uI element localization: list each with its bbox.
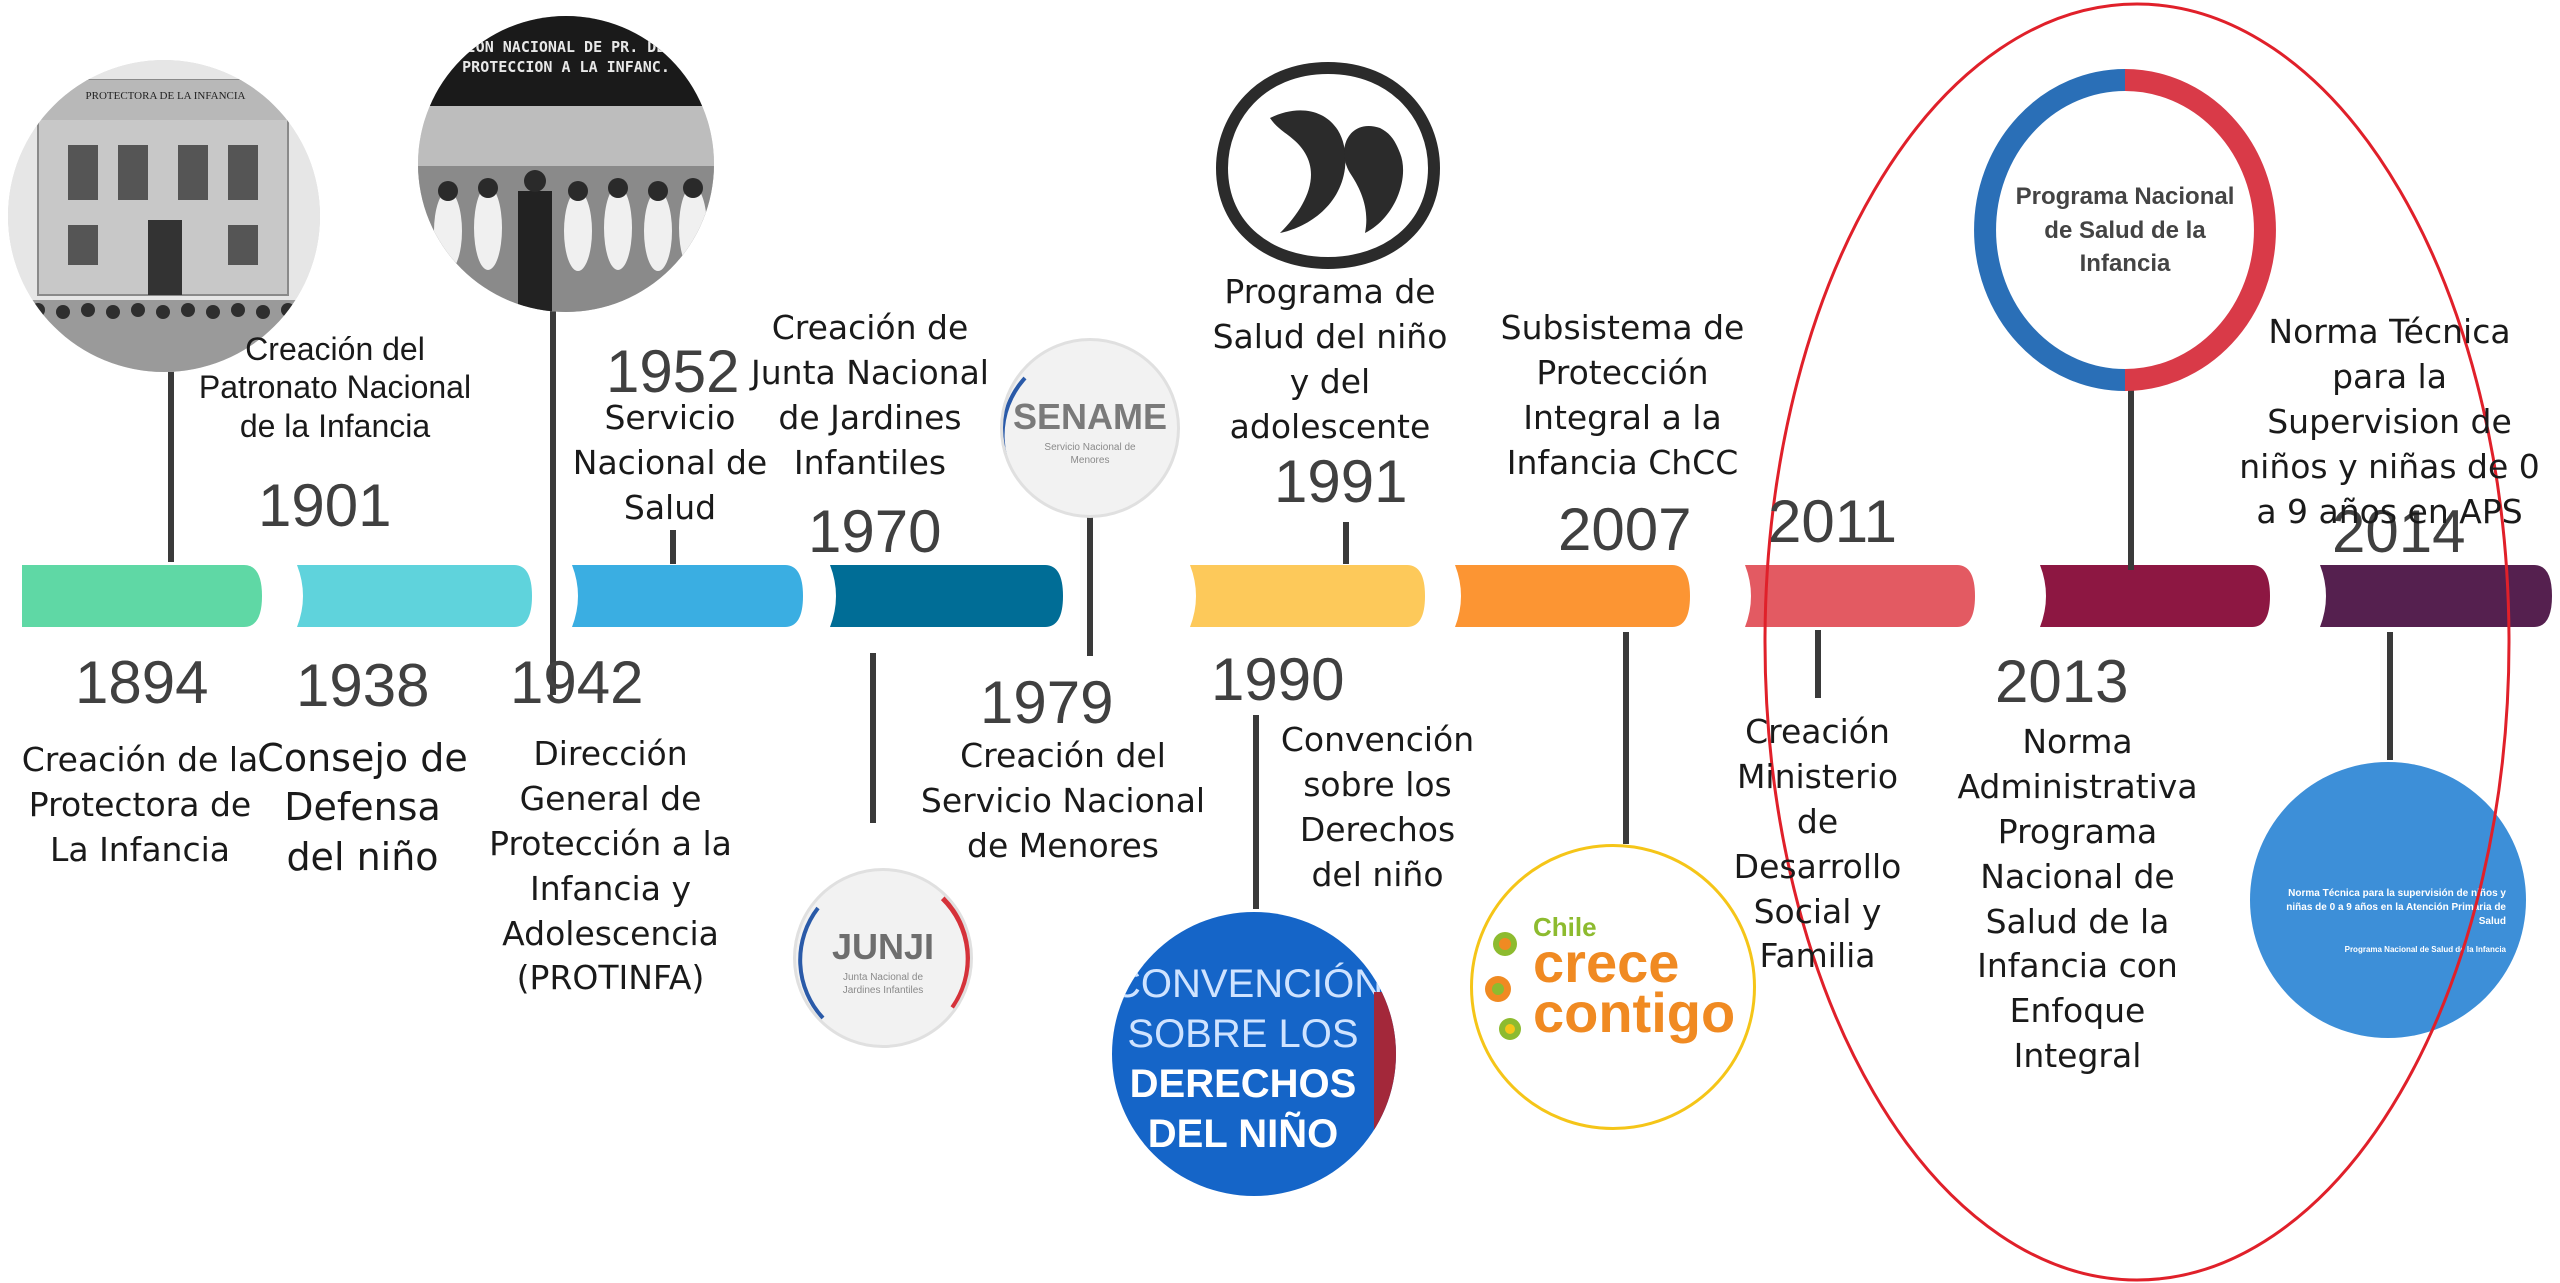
timeline-segment-2: [297, 565, 532, 627]
connector-1942: [550, 305, 556, 695]
year-1970: 1970: [808, 498, 942, 565]
connector-2007: [1623, 632, 1629, 844]
desc-2013: Norma Administrativa Programa Nacional d…: [1957, 722, 2198, 1076]
timeline-segment-7: [1745, 565, 1975, 627]
norma-tecnica-cover: Norma Técnica para la supervisión de niñ…: [2250, 762, 2526, 1038]
year-1991: 1991: [1274, 448, 1408, 515]
connector-1991: [1343, 522, 1349, 564]
timeline-segment-1: [22, 565, 262, 627]
year-1938: 1938: [296, 652, 430, 719]
timeline-segment-5: [1190, 565, 1425, 627]
timeline-segment-6: [1455, 565, 1690, 627]
desc-1970: Creación de Junta Nacional de Jardines I…: [751, 308, 989, 482]
protinfa-banner: ION NACIONAL DE PR. DE PROTECCION A LA I…: [462, 38, 670, 76]
timeline-segment-9: [2320, 565, 2552, 627]
chcc-logo: Chile crece contigo: [1470, 844, 1756, 1130]
connector-1970: [870, 653, 876, 823]
year-2007: 2007: [1558, 496, 1692, 563]
norma-cover-sub: Programa Nacional de Salud de la Infanci…: [2344, 945, 2506, 954]
desc-1979: Creación del Servicio Nacional de Menore…: [920, 736, 1206, 865]
year-1952: 1952: [606, 338, 740, 405]
timeline-segment-3: [572, 565, 803, 627]
year-1979: 1979: [980, 669, 1114, 736]
convencion-line2: SOBRE LOS: [1127, 1012, 1359, 1056]
protectora-sign: PROTECTORA DE LA INFANCIA: [85, 90, 246, 102]
year-1990: 1990: [1211, 646, 1345, 713]
sename-subtitle: Servicio Nacional de Menores: [1044, 442, 1136, 466]
desc-1938: Consejo de Defensa del niño: [257, 736, 468, 879]
desc-1991: Programa de Salud del niño y del adolesc…: [1212, 272, 1448, 446]
mother-child-logo: [1210, 58, 1446, 270]
junji-subtitle: Junta Nacional de Jardines Infantiles: [842, 972, 924, 996]
year-1894: 1894: [75, 649, 209, 716]
desc-1942: Dirección General de Protección a la Inf…: [489, 734, 732, 998]
pnsi-text: Programa Nacional de Salud de la Infanci…: [2015, 183, 2235, 278]
desc-1901: Creación del Patronato Nacional de la In…: [198, 331, 472, 444]
convencion-line3: DERECHOS: [1129, 1062, 1357, 1106]
desc-1894: Creación de la Protectora de La Infancia: [21, 740, 259, 869]
timeline-segment-4: [830, 565, 1063, 627]
desc-2007: Subsistema de Protección Integral a la I…: [1500, 308, 1745, 482]
connector-2013: [2128, 388, 2134, 570]
desc-2014: Norma Técnica para la Supervision de niñ…: [2239, 312, 2540, 531]
connector-1952: [670, 530, 676, 564]
connector-1894: [168, 340, 174, 562]
chcc-chile: Chile: [1533, 912, 1597, 942]
junji-logo: JUNJI Junta Nacional de Jardines Infanti…: [793, 868, 973, 1048]
convencion-line4: DEL NIÑO: [1147, 1112, 1339, 1156]
connector-2014: [2387, 632, 2393, 760]
protinfa-photo: ION NACIONAL DE PR. DE PROTECCION A LA I…: [418, 16, 714, 312]
convencion-image: CONVENCIÓN SOBRE LOS DERECHOS DEL NIÑO: [1112, 912, 1396, 1196]
protectora-photo: PROTECTORA DE LA INFANCIA: [8, 60, 320, 372]
desc-1952: Servicio Nacional de Salud: [572, 398, 768, 527]
sename-logo: SENAME Servicio Nacional de Menores: [1000, 338, 1180, 518]
timeline-segment-8: [2040, 565, 2270, 627]
year-1901: 1901: [258, 472, 392, 539]
connector-1990: [1253, 715, 1259, 909]
norma-cover-title: Norma Técnica para la supervisión de niñ…: [2286, 888, 2506, 927]
chcc-crece: crece: [1533, 931, 1680, 994]
chcc-contigo: contigo: [1533, 981, 1736, 1044]
sename-title: SENAME: [1012, 396, 1168, 437]
junji-title: JUNJI: [831, 926, 935, 967]
year-2011: 2011: [1768, 488, 1898, 555]
year-1942: 1942: [510, 649, 644, 716]
desc-2011: Creación Ministerio de Desarrollo Social…: [1733, 712, 1902, 976]
connector-2011: [1815, 630, 1821, 698]
desc-1990: Convención sobre los Derechos del niño: [1280, 720, 1475, 894]
year-2013: 2013: [1995, 648, 2129, 715]
pnsi-logo: Programa Nacional de Salud de la Infanci…: [1974, 69, 2276, 391]
year-2014: 2014: [2332, 498, 2466, 565]
connector-1979: [1087, 478, 1093, 656]
convencion-line1: CONVENCIÓN: [1112, 962, 1384, 1006]
